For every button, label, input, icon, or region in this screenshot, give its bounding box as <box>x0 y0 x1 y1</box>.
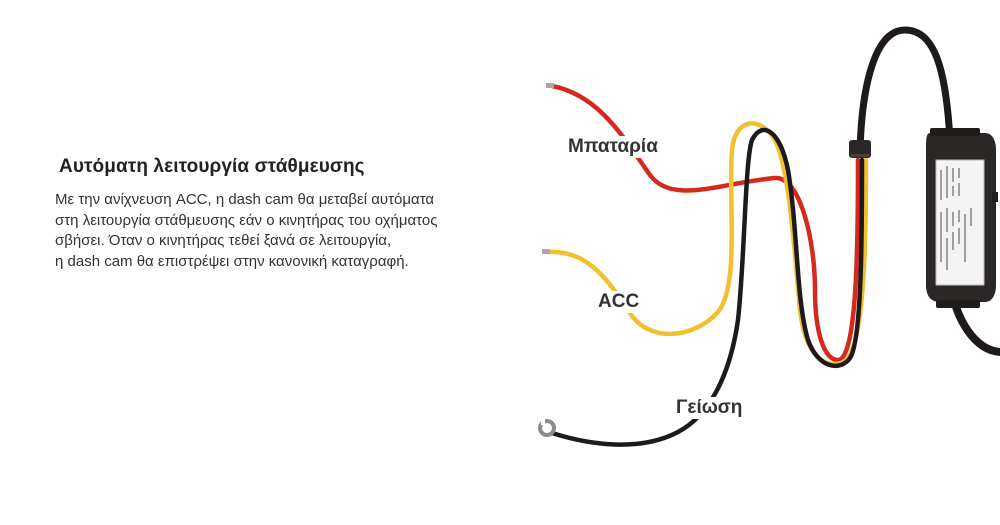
battery-wire-label: Μπαταρία <box>564 136 662 158</box>
acc-wire-tip <box>542 249 550 254</box>
battery-wire-tip <box>546 83 554 88</box>
output-power-cable <box>856 26 954 154</box>
module-spec-sticker <box>935 159 985 286</box>
feature-description-line-2: στη λειτουργία στάθμευσης εάν ο κινητήρα… <box>55 211 438 229</box>
feature-description-line-4: η dash cam θα επιστρέψει στην κανονική κ… <box>55 252 409 270</box>
cable-ferrule <box>849 140 871 158</box>
cable-ferrule-ring <box>851 154 869 157</box>
feature-description-block: Αυτόματη λειτουργία στάθμευσης Με την αν… <box>55 156 525 272</box>
ground-wire <box>549 127 865 447</box>
acc-wire-label: ACC <box>594 291 644 313</box>
module-side-notch <box>992 192 998 202</box>
feature-description-line-3: σβήσει. Όταν ο κινητήρας τεθεί ξανά σε λ… <box>55 232 392 249</box>
feature-description-line-1: Με την ανίχνευση ACC, η dash cam θα μετα… <box>55 191 435 208</box>
ring-terminal-icon <box>538 419 556 437</box>
battery-wire <box>549 83 861 363</box>
ground-wire-label: Γείωση <box>672 397 747 419</box>
feature-title: Αυτόματη λειτουργία στάθμευσης <box>59 156 365 177</box>
power-converter-module <box>926 128 998 308</box>
